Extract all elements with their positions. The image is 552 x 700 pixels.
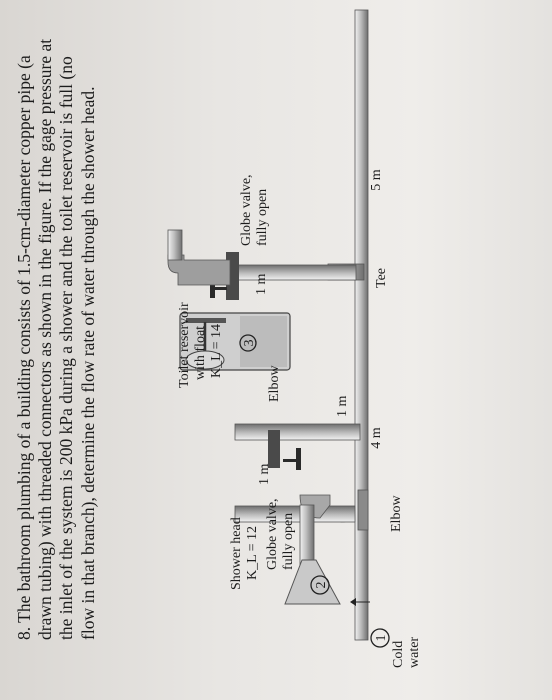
cold-water-label-2: water [407, 637, 422, 668]
shower-head [284, 559, 341, 605]
length-4m: 4 m [369, 427, 384, 449]
toilet-branch-pipe [231, 264, 357, 281]
point-2-marker [310, 575, 330, 595]
length-1m-riser: 1 m [335, 396, 350, 418]
shower-head-line-2: K_L = 12 [245, 526, 260, 580]
inlet-arrow-head [350, 598, 356, 606]
point-3-marker [239, 334, 257, 352]
toilet-reservoir-line-2: with float [193, 326, 208, 380]
main-pipe [354, 9, 369, 641]
point-1-marker [370, 628, 390, 648]
point-1-label: 1 [374, 635, 389, 642]
globe-valve-1-line-1: Globe valve, [239, 174, 254, 246]
shower-head-line-1: Shower head [229, 517, 244, 590]
elbow-top-label: Elbow [267, 365, 282, 402]
shower-arm [299, 504, 315, 566]
length-1m-toilet: 1 m [254, 274, 269, 296]
point-3-label: 3 [242, 340, 257, 347]
globe-valve-2-line-2: fully open [281, 513, 296, 570]
vertical-supply-pipe [234, 423, 361, 441]
elbow-bottom-label: Elbow [389, 495, 404, 532]
point-2-label: 2 [314, 582, 329, 589]
float-ball [185, 350, 225, 370]
globe-valve-2-stem [283, 459, 297, 462]
bottom-elbow-fitting [357, 489, 369, 531]
toilet-reservoir-line-3: K_L = 14 [209, 324, 224, 378]
globe-valve-1-stem [213, 287, 227, 290]
length-1m-shower: 1 m [257, 464, 272, 486]
length-5m: 5 m [369, 169, 384, 191]
globe-valve-1-line-2: fully open [255, 189, 270, 246]
reservoir-water [240, 316, 287, 367]
globe-valve-2-line-1: Globe valve, [265, 498, 280, 570]
reservoir-inlet-tube [186, 318, 226, 323]
toilet-feed-pipe [167, 229, 183, 261]
toilet-branch-elbow [167, 254, 231, 286]
toilet-reservoir-line-1: Toilet reservoir [177, 302, 192, 388]
globe-valve-2-handle [296, 448, 301, 470]
globe-valve-2 [268, 430, 280, 468]
cold-water-label-1: Cold [391, 641, 406, 668]
tee-label: Tee [374, 268, 389, 288]
